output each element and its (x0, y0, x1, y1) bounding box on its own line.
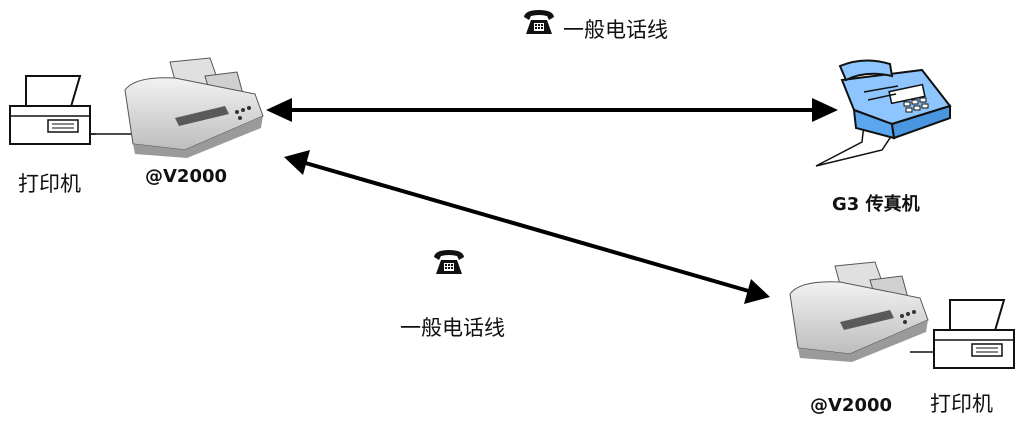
telephone-icon-top (522, 8, 556, 40)
scanner-device-left (115, 57, 265, 162)
left-printer-label: 打印机 (18, 172, 81, 196)
arrow-top-line (266, 98, 838, 122)
arrow-diagonal-line (284, 150, 770, 304)
left-device-label: @V2000 (145, 166, 228, 187)
fax-machine-icon (812, 58, 962, 177)
fax-label: G3 传真机 (832, 194, 920, 215)
right-device-label: @V2000 (810, 395, 893, 416)
scanner-device-right (780, 261, 930, 366)
telephone-icon-bottom (432, 248, 466, 280)
right-printer-label: 打印机 (930, 392, 993, 416)
top-line-label: 一般电话线 (563, 18, 668, 42)
printer-icon-right (932, 296, 1020, 380)
bottom-line-label: 一般电话线 (400, 316, 505, 340)
printer-icon-left (8, 72, 98, 156)
